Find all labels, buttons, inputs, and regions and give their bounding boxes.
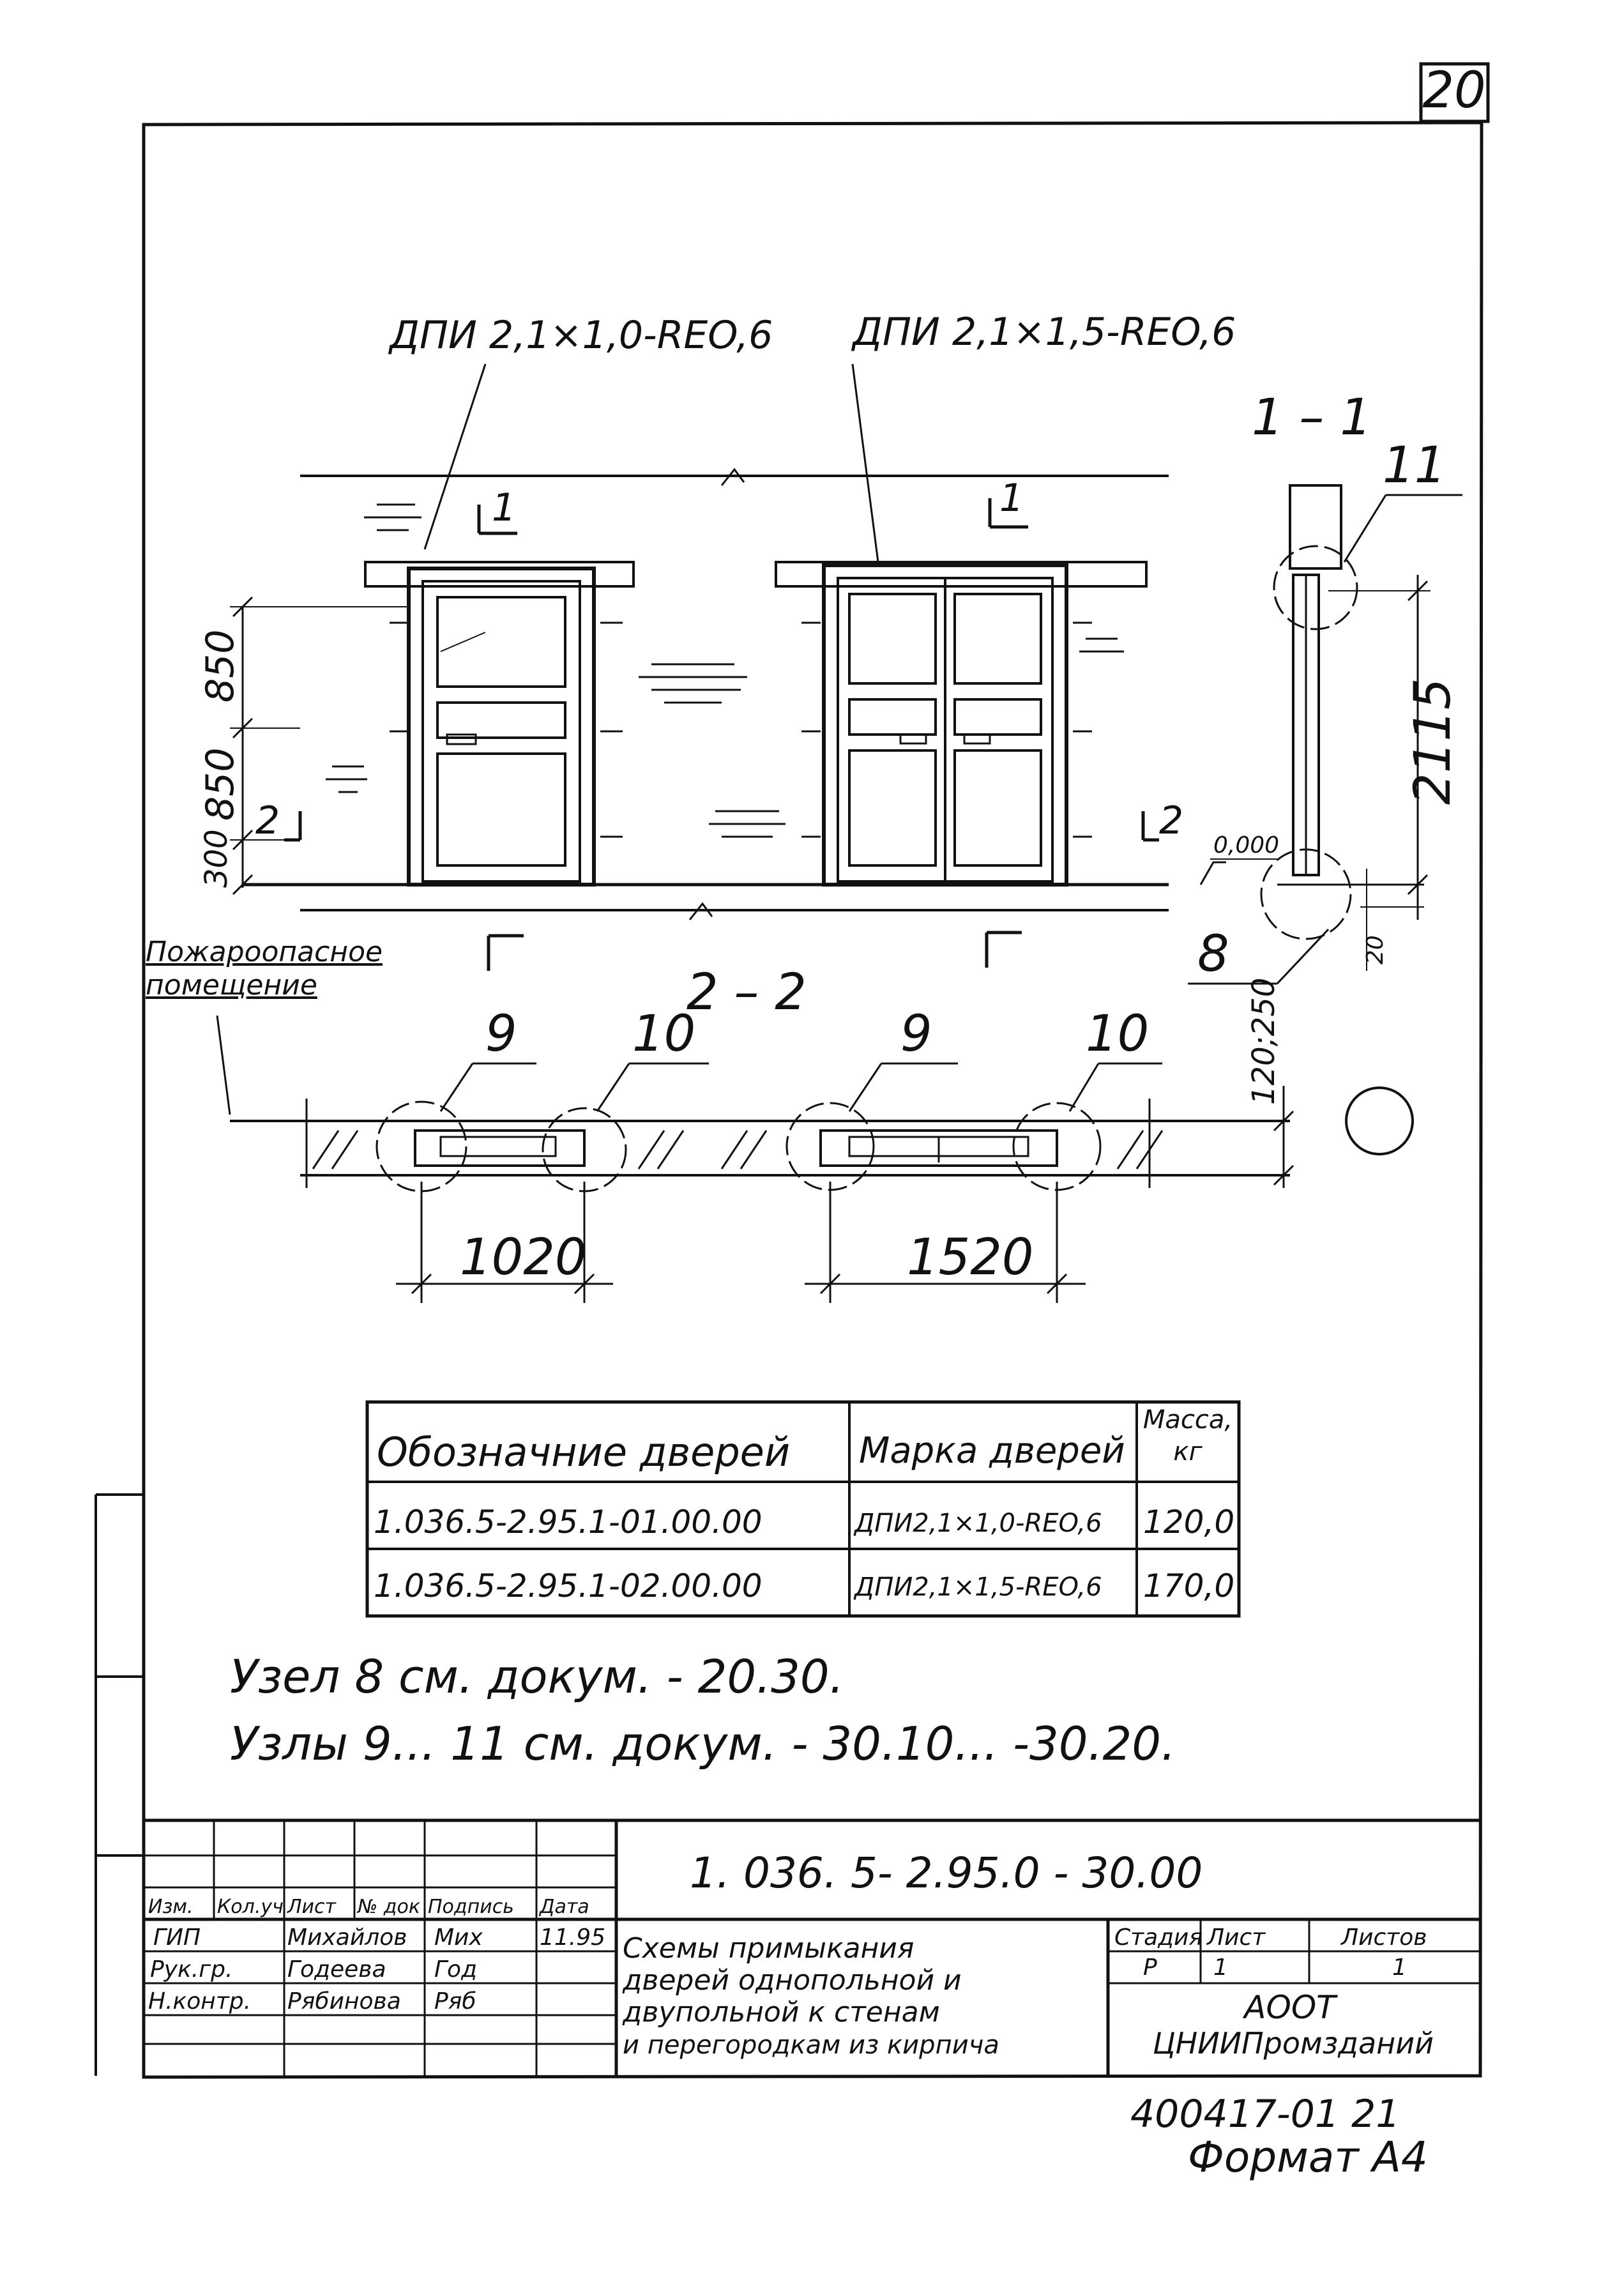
sheets-label: Листов <box>1340 1924 1427 1951</box>
role-rukgr: Рук.гр. <box>150 1956 232 1983</box>
row1-mass: 120,0 <box>1143 1504 1234 1541</box>
leader-single <box>423 363 487 550</box>
node-9-left: 9 <box>485 1005 517 1063</box>
dim-850-bottom: 850 <box>198 747 243 821</box>
sign-nkontr: Ряб <box>434 1988 476 2015</box>
dim-850-top: 850 <box>198 629 243 703</box>
cut-1-top-right: 1 <box>999 476 1024 521</box>
sign-rukgr: Год <box>434 1956 477 1983</box>
leader-double <box>851 363 879 563</box>
role-nkontr: Н.контр. <box>148 1988 251 2015</box>
cut-1-top-left: 1 <box>492 485 516 530</box>
door-elevation: ДПИ 2,1×1,0-REO,6 ДПИ 2,1×1,5-REO,6 <box>198 310 1279 971</box>
title-block: Изм. Кол.уч Лист № док Подпись Дата ГИП … <box>144 1818 1480 2076</box>
note-1: Узел 8 см. докум. - 20.30. <box>230 1650 844 1703</box>
node-9-right: 9 <box>900 1005 932 1063</box>
plan-2-2-title: 2 – 2 <box>687 964 807 1021</box>
sheet-value: 1 <box>1213 1954 1228 1981</box>
stage-label: Стадия <box>1114 1924 1203 1951</box>
th-designation: Обозначние дверей <box>377 1429 790 1475</box>
sheet-number-box: 20 <box>1419 62 1490 123</box>
hdr-date: Дата <box>538 1896 589 1918</box>
cut-2-right: 2 <box>1159 798 1183 843</box>
sheet-number: 20 <box>1422 62 1485 119</box>
cut-2-left: 2 <box>255 798 280 843</box>
document-code: 1. 036. 5- 2.95.0 - 30.00 <box>690 1848 1203 1898</box>
fire-room-label: Пожароопасное помещение <box>146 936 383 1002</box>
row2-mass: 170,0 <box>1143 1567 1234 1604</box>
node-11: 11 <box>1383 437 1446 494</box>
sheet-border <box>142 121 1484 2079</box>
hdr-izm: Изм. <box>148 1896 194 1918</box>
hdr-sign: Подпись <box>428 1896 514 1918</box>
dim-1020: 1020 <box>460 1229 587 1286</box>
wall-thickness: 120;250 <box>1246 978 1282 1105</box>
hdr-ndok: № док <box>356 1896 420 1918</box>
dim-2115: 2115 <box>1404 678 1462 805</box>
node-8: 8 <box>1197 926 1229 983</box>
org-line-1: АООТ <box>1242 1989 1338 2026</box>
th-mark: Марка дверей <box>859 1430 1125 1472</box>
role-gip: ГИП <box>153 1924 201 1951</box>
hdr-list: Лист <box>287 1896 337 1918</box>
row1-mark: ДПИ2,1×1,0-REO,6 <box>853 1509 1102 1538</box>
org-line-2: ЦНИИПромзданий <box>1153 2026 1434 2061</box>
node-10-left: 10 <box>632 1005 695 1063</box>
archive-code: 400417-01 21 <box>1130 2092 1400 2137</box>
dim-300: 300 <box>199 829 234 888</box>
drawing-title-3: двупольной к стенам <box>622 1996 940 2029</box>
sheets-value: 1 <box>1392 1954 1407 1981</box>
name-nkontr: Рябинова <box>287 1988 401 2015</box>
format-label: Формат А4 <box>1188 2133 1428 2182</box>
drawing-title-2: дверей однопольной и <box>622 1964 962 1997</box>
th-mass: Масса, кг <box>1142 1405 1233 1466</box>
node-10-right: 10 <box>1086 1005 1149 1063</box>
label-double-door: ДПИ 2,1×1,5-REO,6 <box>851 310 1236 354</box>
spec-table: Обозначние дверей Марка дверей Масса, кг… <box>365 1400 1241 1618</box>
sign-gip: Мих <box>434 1924 483 1951</box>
row2-mark: ДПИ2,1×1,5-REO,6 <box>853 1573 1102 1602</box>
dim-1520: 1520 <box>907 1229 1034 1286</box>
drawing-title-1: Схемы примыкания <box>623 1932 914 1965</box>
hdr-kol: Кол.уч <box>217 1896 284 1918</box>
name-rukgr: Годеева <box>287 1956 386 1983</box>
row1-designation: 1.036.5-2.95.1-01.00.00 <box>374 1504 763 1541</box>
label-single-door: ДПИ 2,1×1,0-REO,6 <box>388 313 773 358</box>
plan-2-2: 2 – 2 Пожароопасное помещение 9 <box>146 936 1414 1303</box>
section-1-1-title: 1 – 1 <box>1252 389 1372 446</box>
sheet-label: Лист <box>1206 1924 1266 1951</box>
level-mark: 0,000 <box>1213 832 1279 858</box>
stage-value: Р <box>1143 1954 1157 1981</box>
name-gip: Михайлов <box>287 1924 407 1951</box>
row2-designation: 1.036.5-2.95.1-02.00.00 <box>374 1567 763 1604</box>
drawing-title-4: и перегородкам из кирпича <box>623 2030 999 2060</box>
date-gip: 11.95 <box>540 1924 605 1951</box>
section-1-1: 1 – 1 2115 20 11 8 <box>1188 389 1462 985</box>
note-2: Узлы 9... 11 см. докум. - 30.10... -30.2… <box>230 1717 1176 1771</box>
